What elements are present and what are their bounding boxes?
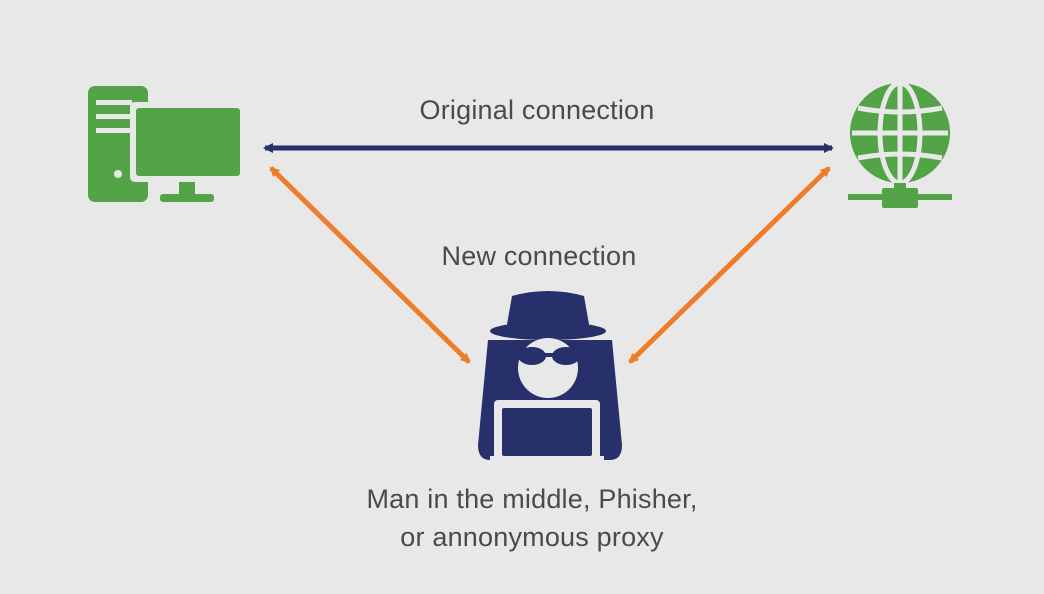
attacker-caption: Man in the middle, Phisher, or annonymou… <box>10 480 1044 556</box>
new-connection-arrow-left <box>269 166 471 364</box>
globe-network-icon <box>848 80 952 208</box>
attacker-caption-line2: or annonymous proxy <box>400 522 664 552</box>
desktop-computer-icon <box>88 86 248 202</box>
original-connection-label: Original connection <box>419 95 655 125</box>
new-connection-label: New connection <box>441 241 637 271</box>
hacker-with-laptop-icon <box>478 291 622 462</box>
new-connection-arrow-right <box>628 166 831 364</box>
attacker-caption-line1: Man in the middle, Phisher, <box>366 484 698 514</box>
